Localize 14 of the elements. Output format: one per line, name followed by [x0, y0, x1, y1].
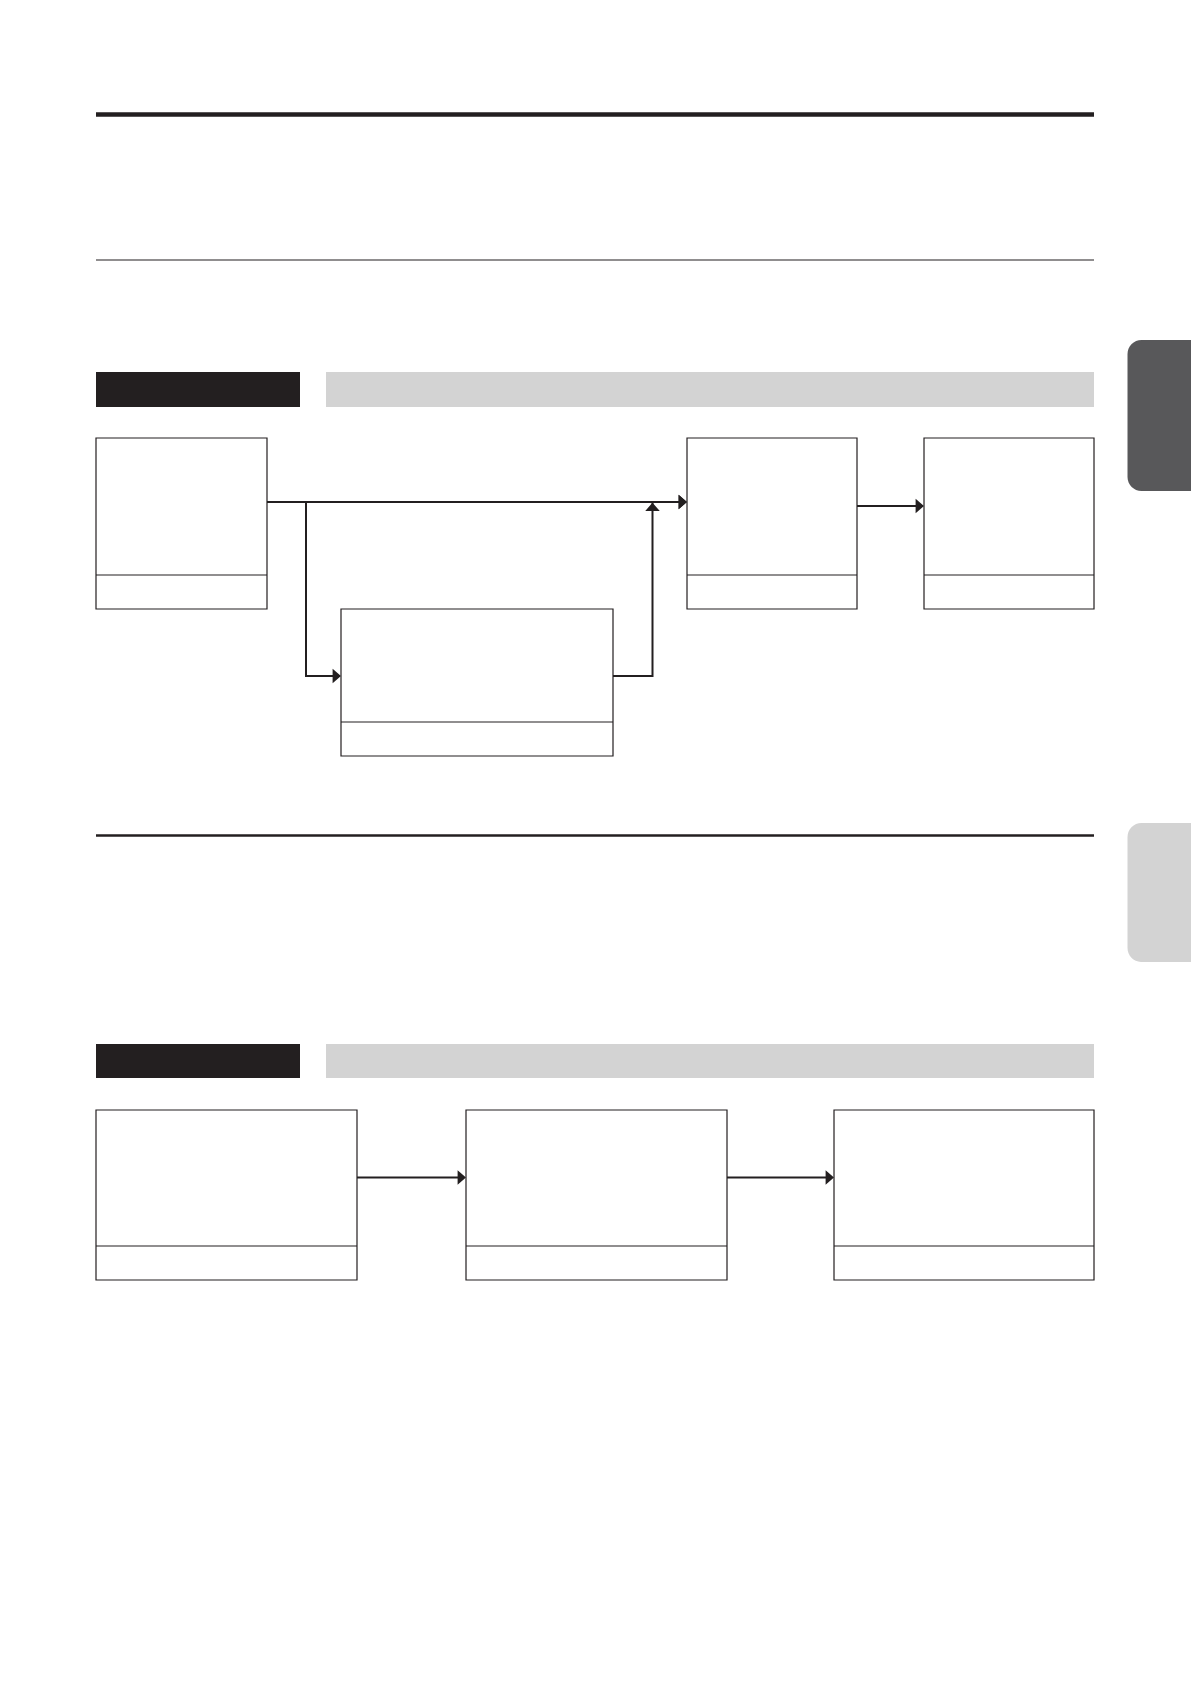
empty-box — [465, 1109, 728, 1281]
heading-band — [326, 372, 1094, 407]
empty-box — [95, 1109, 358, 1281]
side-tab — [1127, 823, 1191, 962]
heading-tab — [96, 1044, 300, 1078]
empty-box — [923, 437, 1095, 610]
empty-box — [686, 437, 858, 610]
heading-band — [326, 1044, 1094, 1078]
empty-box — [340, 608, 614, 757]
arrow — [612, 494, 687, 677]
side-tab — [1127, 340, 1191, 491]
empty-box — [833, 1109, 1095, 1281]
empty-box — [95, 437, 268, 610]
heading-tab — [96, 372, 300, 407]
